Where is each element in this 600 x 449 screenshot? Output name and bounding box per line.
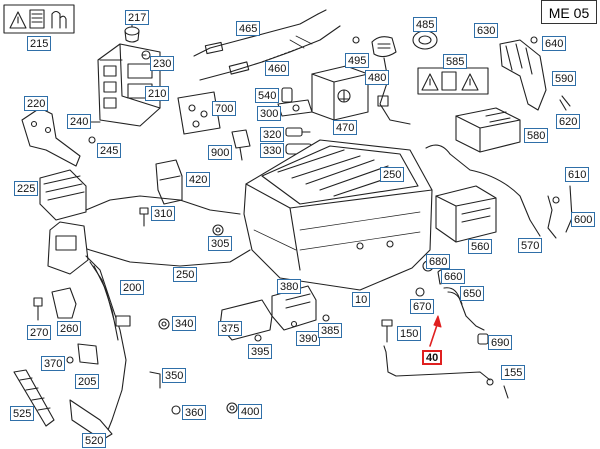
part-callout-600[interactable]: 600	[571, 212, 596, 227]
part-callout-215[interactable]: 215	[27, 36, 52, 51]
warning-label-part-icon	[3, 4, 75, 34]
part-callout-230[interactable]: 230	[150, 56, 175, 71]
selected-cable-part-icon	[383, 345, 509, 399]
clip-part-icon	[77, 343, 238, 415]
part-callout-650[interactable]: 650	[460, 286, 485, 301]
support-bracket-part-icon	[219, 285, 330, 342]
bolt-part-icon	[139, 207, 149, 227]
part-callout-250-top[interactable]: 250	[380, 167, 405, 182]
part-callout-395[interactable]: 395	[248, 344, 273, 359]
part-callout-245[interactable]: 245	[97, 143, 122, 158]
part-callout-260[interactable]: 260	[57, 321, 82, 336]
strap-part-icon	[33, 287, 77, 321]
part-callout-525[interactable]: 525	[10, 406, 35, 421]
part-callout-660[interactable]: 660	[441, 269, 466, 284]
high-voltage-label-part-icon	[417, 67, 489, 95]
highlight-arrow-icon	[429, 315, 442, 347]
washer-part-icon	[212, 224, 224, 236]
part-callout-540[interactable]: 540	[255, 88, 280, 103]
part-callout-217[interactable]: 217	[125, 10, 150, 25]
high-voltage-battery-part-icon	[243, 139, 433, 291]
part-callout-400[interactable]: 400	[238, 404, 263, 419]
diagram-code-label: ME 05	[541, 0, 597, 24]
part-callout-680[interactable]: 680	[426, 254, 451, 269]
part-callout-270[interactable]: 270	[27, 325, 52, 340]
part-callout-40-highlighted[interactable]: 40	[422, 350, 443, 365]
part-callout-370[interactable]: 370	[41, 356, 66, 371]
cover-part-icon	[155, 159, 183, 205]
connector-part-icon	[352, 30, 438, 125]
part-callout-375[interactable]: 375	[218, 321, 243, 336]
cap-part-icon	[124, 23, 140, 43]
part-callout-305[interactable]: 305	[208, 236, 233, 251]
part-callout-560[interactable]: 560	[468, 239, 493, 254]
part-callout-340[interactable]: 340	[172, 316, 197, 331]
part-callout-670[interactable]: 670	[410, 299, 435, 314]
first-aid-box-part-icon	[311, 65, 369, 121]
nut-part-icon	[158, 318, 170, 330]
part-callout-465[interactable]: 465	[236, 21, 261, 36]
part-callout-580[interactable]: 580	[524, 128, 549, 143]
part-callout-205[interactable]: 205	[75, 374, 100, 389]
control-unit-part-icon	[455, 107, 521, 153]
part-callout-460[interactable]: 460	[265, 61, 290, 76]
charger-part-icon	[435, 185, 497, 243]
power-module-part-icon	[97, 43, 161, 127]
part-callout-200[interactable]: 200	[120, 280, 145, 295]
part-callout-700[interactable]: 700	[212, 101, 237, 116]
part-callout-300[interactable]: 300	[257, 106, 282, 121]
part-callout-250-bottom[interactable]: 250	[173, 267, 198, 282]
part-callout-485[interactable]: 485	[413, 17, 438, 32]
wiring-harness-part-icon	[47, 221, 131, 441]
part-callout-210[interactable]: 210	[145, 86, 170, 101]
part-callout-590[interactable]: 590	[552, 71, 577, 86]
plug-part-icon	[231, 129, 251, 161]
part-callout-155[interactable]: 155	[501, 365, 526, 380]
part-callout-495[interactable]: 495	[345, 53, 370, 68]
part-callout-520[interactable]: 520	[82, 433, 107, 448]
instruction-label-part-icon	[177, 91, 221, 135]
part-callout-900[interactable]: 900	[208, 145, 233, 160]
part-callout-630[interactable]: 630	[474, 23, 499, 38]
part-callout-360[interactable]: 360	[182, 405, 207, 420]
part-callout-330[interactable]: 330	[260, 143, 285, 158]
part-callout-385[interactable]: 385	[318, 323, 343, 338]
part-callout-240[interactable]: 240	[67, 114, 92, 129]
bracket-part-icon	[499, 36, 571, 111]
part-callout-420[interactable]: 420	[186, 172, 211, 187]
part-callout-225[interactable]: 225	[14, 181, 39, 196]
part-callout-610[interactable]: 610	[565, 167, 590, 182]
part-callout-220[interactable]: 220	[24, 96, 49, 111]
part-callout-390[interactable]: 390	[296, 331, 321, 346]
part-callout-690[interactable]: 690	[488, 335, 513, 350]
fuse-strip-part-icon	[13, 356, 113, 441]
part-callout-620[interactable]: 620	[556, 114, 581, 129]
part-callout-150[interactable]: 150	[397, 326, 422, 341]
part-callout-310[interactable]: 310	[151, 206, 176, 221]
part-callout-585[interactable]: 585	[443, 54, 468, 69]
part-callout-10[interactable]: 10	[352, 292, 371, 307]
sensor-cable-part-icon	[193, 9, 341, 81]
part-callout-350[interactable]: 350	[162, 368, 187, 383]
holder-part-icon	[39, 169, 87, 221]
part-callout-480[interactable]: 480	[365, 70, 390, 85]
part-callout-640[interactable]: 640	[542, 36, 567, 51]
part-callout-380[interactable]: 380	[277, 279, 302, 294]
part-callout-320[interactable]: 320	[260, 127, 285, 142]
part-callout-570[interactable]: 570	[518, 238, 543, 253]
part-callout-470[interactable]: 470	[333, 120, 358, 135]
screw-part-icon	[381, 319, 393, 343]
